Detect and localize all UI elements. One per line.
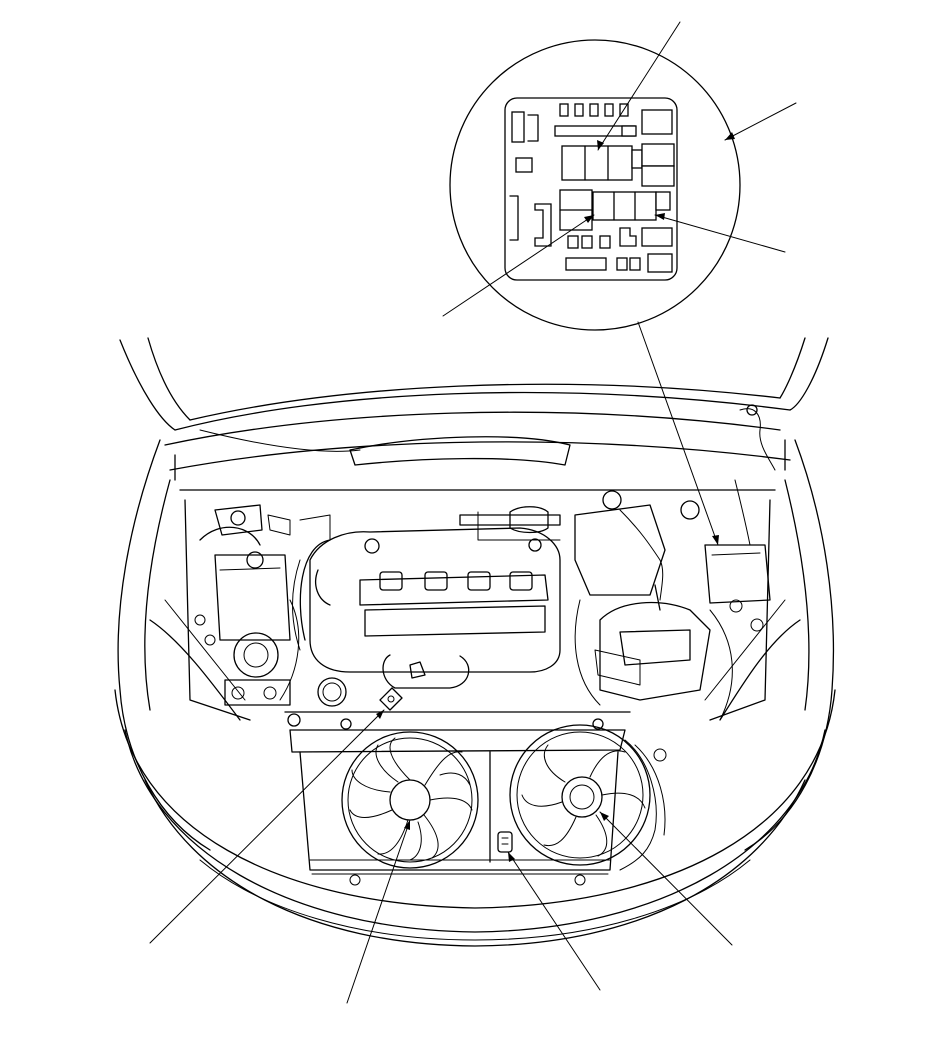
radiator-top	[289, 729, 626, 753]
leader-condenser-fan	[599, 811, 733, 946]
brake-reservoir	[233, 632, 279, 678]
relay-block-upper	[561, 145, 633, 181]
leader-radiator-fan	[346, 819, 411, 1004]
leader-relay-upper	[597, 21, 681, 151]
leader-sensor-connector	[149, 709, 385, 944]
leader-fuse-box-cover	[724, 102, 797, 141]
lower-callouts	[149, 709, 733, 1004]
fuse-box-inset	[449, 39, 741, 331]
left-fan-motor	[389, 779, 431, 821]
leader-inset-to-fusebox	[637, 321, 719, 546]
radiator-assembly	[284, 687, 667, 886]
left-fan	[341, 731, 479, 869]
relay-block-lower	[592, 191, 657, 221]
leader-relay-right	[654, 214, 786, 253]
right-fan-motor	[561, 776, 603, 818]
radiator-shroud	[299, 751, 619, 871]
oil-cap	[317, 677, 347, 707]
right-fan	[509, 724, 651, 866]
under-hood-fuse-box	[704, 544, 771, 604]
sensor-connector-part	[379, 687, 403, 711]
vehicle-body	[114, 337, 836, 947]
fan-connector-part	[497, 831, 513, 853]
engine-cover	[309, 527, 561, 673]
engine	[194, 479, 771, 721]
battery	[599, 602, 711, 701]
leader-relay-left	[442, 214, 595, 317]
washer-reservoir	[574, 504, 666, 596]
inset-circle	[449, 39, 741, 331]
leader-fan-connector	[507, 851, 601, 991]
upper-callouts	[442, 21, 797, 546]
